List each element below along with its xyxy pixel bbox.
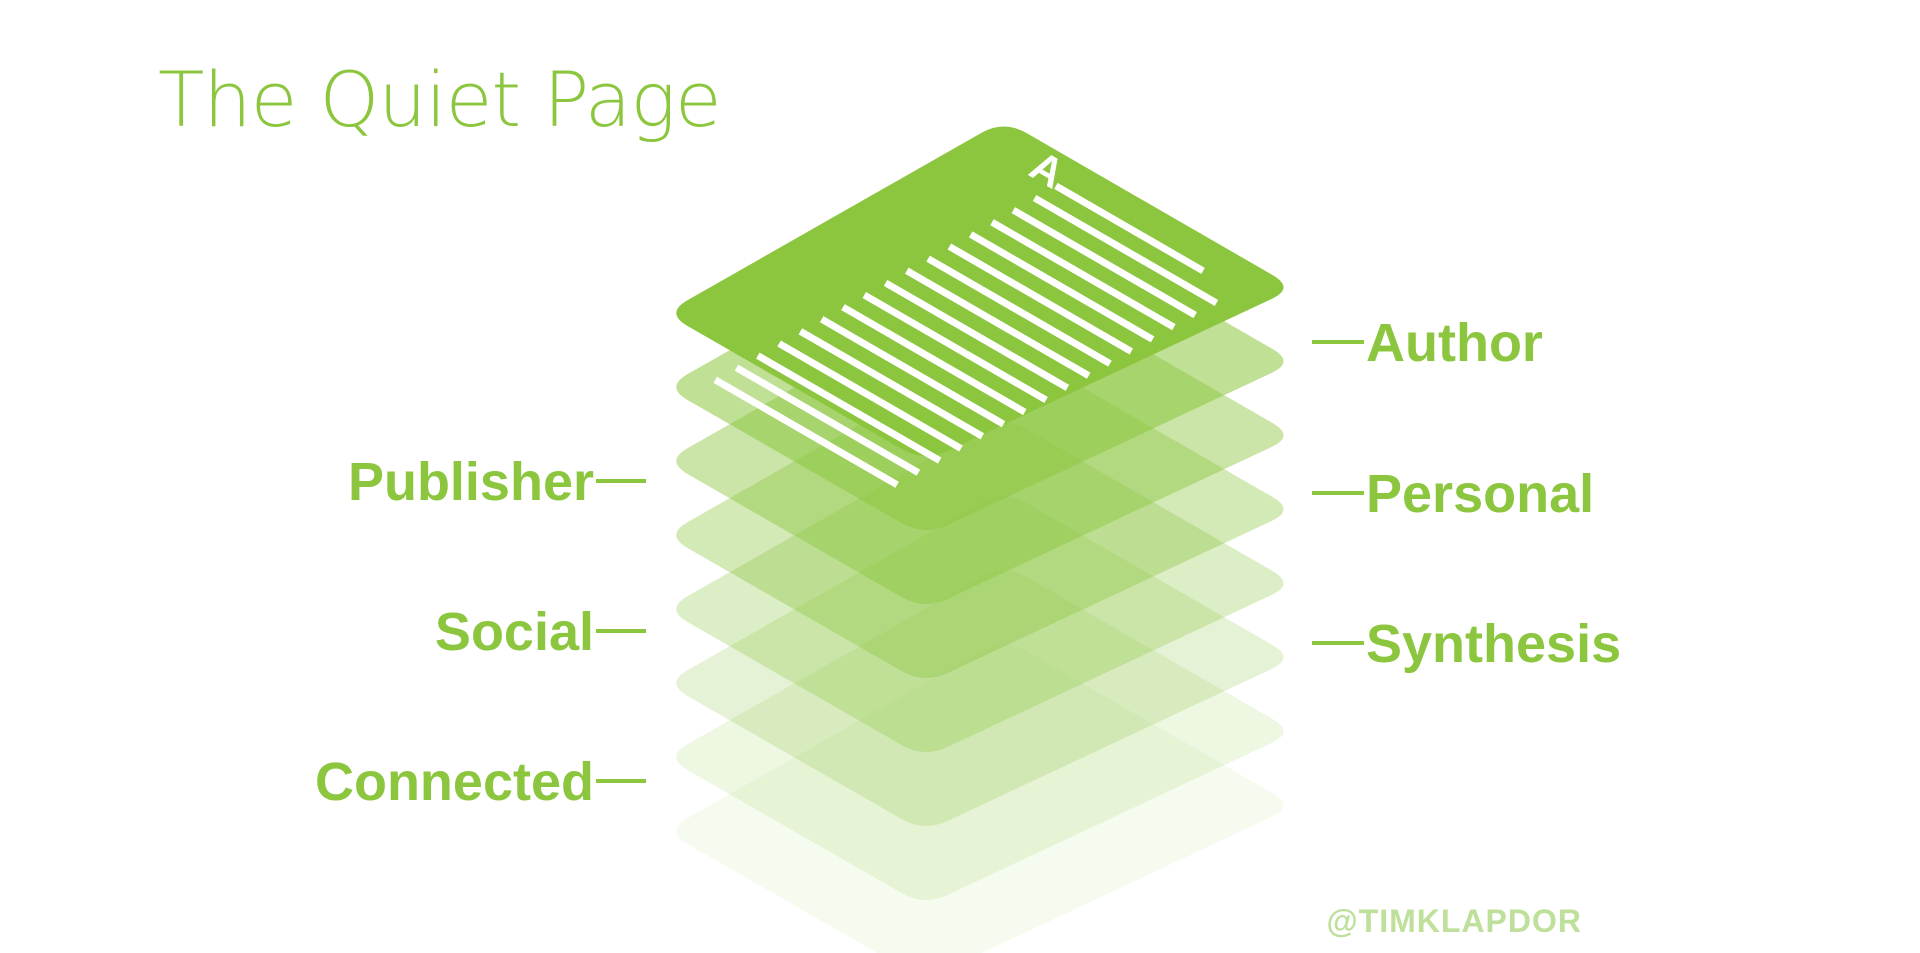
label-connected: Connected: [315, 752, 594, 812]
stack-layer-5: [676, 496, 1284, 827]
page-text-line: [1011, 207, 1197, 319]
page-text-line: [1032, 194, 1219, 307]
page-text-line: [734, 364, 921, 476]
label-synthesis: Synthesis: [1366, 614, 1621, 674]
label-personal: Personal: [1366, 464, 1594, 524]
page-text-line: [947, 243, 1134, 355]
page-text-line: [926, 255, 1112, 367]
left-labels: Publisher Social Connected: [315, 452, 646, 812]
page-text-line: [819, 316, 1006, 428]
page-text-line: [713, 376, 899, 488]
page-text-line: [862, 291, 1048, 404]
page-text-line: [1054, 182, 1205, 274]
page-text-line: [968, 231, 1155, 343]
credit-handle: @TIMKLAPDOR: [1326, 903, 1582, 939]
label-publisher: Publisher: [348, 452, 594, 512]
stack-layer-7: [676, 644, 1284, 953]
page-text-line: [777, 340, 963, 452]
page-text-line: [905, 267, 1091, 379]
page-text-line: [990, 219, 1176, 331]
stack-layer-4: [676, 422, 1284, 753]
page-text-line: [756, 352, 942, 464]
label-author: Author: [1366, 313, 1543, 373]
page-text-line: [883, 279, 1070, 391]
page-title: The Quiet Page: [158, 55, 721, 144]
page-text-line: [841, 304, 1027, 416]
right-labels: Author Personal Synthesis: [1312, 313, 1621, 674]
layer-stack: [676, 126, 1284, 953]
label-social: Social: [435, 602, 594, 662]
page-text-lines: [713, 182, 1219, 488]
page-text-line: [798, 328, 985, 440]
stack-layer-6: [676, 570, 1284, 901]
